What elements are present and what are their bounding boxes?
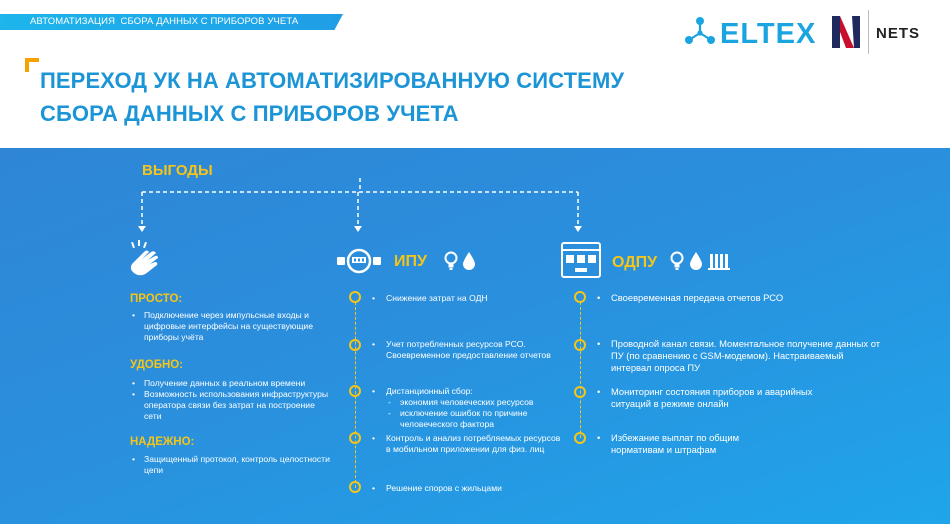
ipu-node-4 — [349, 432, 361, 444]
bullet-dot: • — [372, 339, 376, 349]
benefit-heading-convenient: УДОБНО: — [130, 359, 184, 371]
list-item: Подключение через импульсные входы и циф… — [130, 310, 330, 343]
utility-cabinet-icon — [561, 242, 601, 278]
odpu-item-4: • Избежание выплат по общим нормативам и… — [597, 432, 791, 456]
odpu-resource-icons — [670, 251, 730, 270]
eltex-logo-icon — [685, 17, 715, 44]
lightbulb-icon — [670, 251, 684, 270]
bullet-dot: • — [372, 386, 376, 396]
ipu-item-5-text: Решение споров с жильцами — [386, 483, 502, 493]
bullet-dot: • — [372, 433, 376, 443]
odpu-node-2 — [574, 339, 586, 351]
ipu-item-4: • Контроль и анализ потребляемых ресурсо… — [372, 433, 566, 455]
ipu-item-4-text: Контроль и анализ потребляемых ресурсов … — [386, 433, 561, 454]
odpu-label: ОДПУ — [612, 254, 658, 271]
logo-divider — [868, 10, 869, 54]
benefit-list-reliable: Защищенный протокол, контроль целостност… — [130, 454, 330, 476]
ipu-label: ИПУ — [394, 253, 427, 270]
lightbulb-icon — [444, 251, 458, 270]
ipu-item-5: • Решение споров с жильцами — [372, 483, 566, 494]
nets-logo-icon — [832, 16, 860, 48]
odpu-node-4 — [574, 432, 586, 444]
page-title: ПЕРЕХОД УК НА АВТОМАТИЗИРОВАННУЮ СИСТЕМУ… — [40, 64, 624, 130]
eltex-logo-text: ELTEX — [720, 18, 817, 50]
ipu-node-1 — [349, 291, 361, 303]
benefit-list-simple: Подключение через импульсные входы и циф… — [130, 310, 330, 343]
bullet-dot: • — [597, 386, 601, 397]
ipu-item-2-text: Учет потребленных ресурсов РСО. Своеврем… — [386, 339, 551, 360]
ipu-node-5 — [349, 481, 361, 493]
benefit-list-convenient: Получение данных в реальном времени Возм… — [130, 378, 330, 422]
benefits-title: ВЫГОДЫ — [142, 162, 213, 179]
odpu-item-2-text: Проводной канал связи. Моментальное полу… — [611, 338, 880, 373]
top-banner-label: АВТОМАТИЗАЦИЯ СБОРА ДАННЫХ С ПРИБОРОВ УЧ… — [30, 16, 299, 27]
odpu-item-3-text: Мониторинг состояния приборов и аварийны… — [611, 386, 813, 409]
list-item: Получение данных в реальном времени — [130, 378, 330, 389]
bullet-dot: • — [597, 432, 601, 443]
radiator-icon — [708, 254, 730, 270]
list-item: Защищенный протокол, контроль целостност… — [130, 454, 330, 476]
odpu-item-2: • Проводной канал связи. Моментальное по… — [597, 338, 883, 374]
odpu-item-4-text: Избежание выплат по общим нормативам и ш… — [611, 432, 740, 455]
ipu-item-3-sub-1: экономия человеческих ресурсов — [386, 397, 566, 408]
ipu-item-3-text: Дистанционный сбор: — [386, 386, 473, 396]
ipu-node-3 — [349, 385, 361, 397]
title-corner-mark — [25, 58, 39, 72]
ipu-item-3: • Дистанционный сбор: экономия человечес… — [372, 386, 566, 430]
benefit-heading-simple: ПРОСТО: — [130, 293, 183, 305]
ipu-item-1: • Снижение затрат на ОДН — [372, 293, 566, 304]
water-meter-icon — [337, 248, 381, 274]
bullet-dot: • — [597, 292, 601, 303]
benefit-heading-reliable: НАДЕЖНО: — [130, 436, 195, 448]
odpu-node-3 — [574, 386, 586, 398]
ipu-resource-icons — [444, 251, 475, 270]
odpu-item-3: • Мониторинг состояния приборов и аварий… — [597, 386, 821, 410]
logo-area: ELTEX NETS — [680, 8, 950, 54]
list-item: Возможность использования инфраструктуры… — [130, 389, 330, 422]
odpu-timeline-line — [580, 302, 581, 438]
hand-click-icon — [130, 240, 158, 276]
ipu-item-2: • Учет потребленных ресурсов РСО. Своевр… — [372, 339, 566, 361]
top-banner: АВТОМАТИЗАЦИЯ СБОРА ДАННЫХ С ПРИБОРОВ УЧ… — [0, 14, 343, 30]
nets-logo-text: NETS — [876, 25, 921, 42]
odpu-item-1: • Своевременная передача отчетов РСО — [597, 292, 891, 304]
bullet-dot: • — [597, 338, 601, 349]
odpu-item-1-text: Своевременная передача отчетов РСО — [611, 292, 784, 303]
bullet-dot: • — [372, 293, 376, 303]
benefits-connector-lines — [138, 178, 582, 232]
ipu-node-2 — [349, 339, 361, 351]
odpu-node-1 — [574, 291, 586, 303]
water-drop-icon — [690, 252, 702, 270]
ipu-item-3-sub-2: исключение ошибок по причине человеческо… — [386, 408, 566, 430]
bullet-dot: • — [372, 483, 376, 493]
page-title-line-1: ПЕРЕХОД УК НА АВТОМАТИЗИРОВАННУЮ СИСТЕМУ — [40, 68, 625, 93]
page-title-line-2: СБОРА ДАННЫХ С ПРИБОРОВ УЧЕТА — [40, 101, 459, 126]
water-drop-icon — [463, 252, 475, 270]
benefits-panel: ВЫГОДЫ ПРОСТО: Подключение через импульс… — [0, 148, 950, 524]
ipu-item-1-text: Снижение затрат на ОДН — [386, 293, 488, 303]
